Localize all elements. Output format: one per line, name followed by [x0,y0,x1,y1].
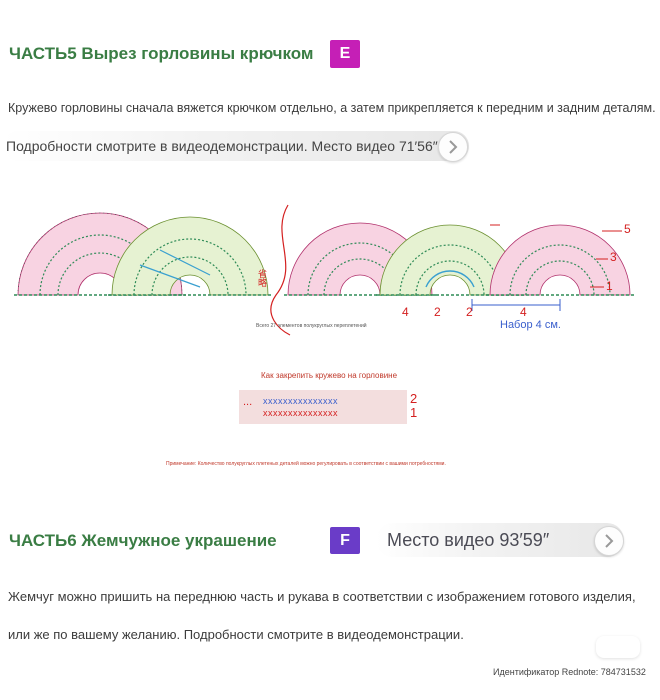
play-icon [605,534,614,548]
row-label: 4 [402,305,409,319]
play-icon [449,140,458,154]
part6-title: ЧАСТЬ6 Жемчужное украшение [9,531,277,550]
attach-row-2: xxxxxxxxxxxxxxx [263,396,338,406]
part5-play-button[interactable] [438,132,468,162]
dimension-label: Набор 4 см. [500,319,561,331]
lace-diagram-graphic [14,204,634,336]
attach-diagram: ... xxxxxxxxxxxxxxx xxxxxxxxxxxxxxx [239,390,407,424]
row-label: 3 [610,250,617,264]
part6-play-button[interactable] [594,526,624,556]
row-label: 2 [466,305,473,319]
lace-diagram: 省略 Всего 27 элементов полукруглых перепл… [0,195,660,340]
part5-description: Кружево горловины сначала вяжется крючко… [8,101,656,115]
diagram-footnote: Примечание: Количество полукруглых плете… [166,461,446,467]
part6-video-link[interactable]: Место видео 93′59″ [376,523,624,557]
row-label: 5 [624,222,631,236]
fan-motif [486,224,634,296]
part5-title: ЧАСТЬ5 Вырез горловины крючком [9,44,314,63]
attach-dots: ... [243,396,253,408]
part5-video-link[interactable]: Подробности смотрите в видеодемонстрации… [3,131,469,161]
attach-row-1: xxxxxxxxxxxxxxx [263,408,338,418]
attach-label: 2 [410,391,418,406]
part6-video-label: Место видео 93′59″ [387,529,550,550]
diagram-caption: Всего 27 элементов полукруглых переплете… [256,323,367,329]
row-label: 2 [434,305,441,319]
part6-badge: F [330,527,360,554]
attach-label: 1 [410,405,418,420]
rednote-identifier: Идентификатор Rednote: 784731532 [493,667,646,677]
part5-video-label: Подробности смотрите в видеодемонстрации… [6,138,438,154]
part6-line2: или же по вашему желанию. Подробности см… [8,627,464,642]
row-label: 4 [520,305,527,319]
fan-motif [108,216,272,296]
part6-line1: Жемчуг можно пришить на переднюю часть и… [8,589,636,604]
vertical-note: 省略 [257,269,267,287]
attach-title: Как закрепить кружево на горловине [261,371,398,380]
part5-badge: E [330,40,360,68]
watermark-badge [596,636,640,658]
row-label: 1 [606,279,613,293]
